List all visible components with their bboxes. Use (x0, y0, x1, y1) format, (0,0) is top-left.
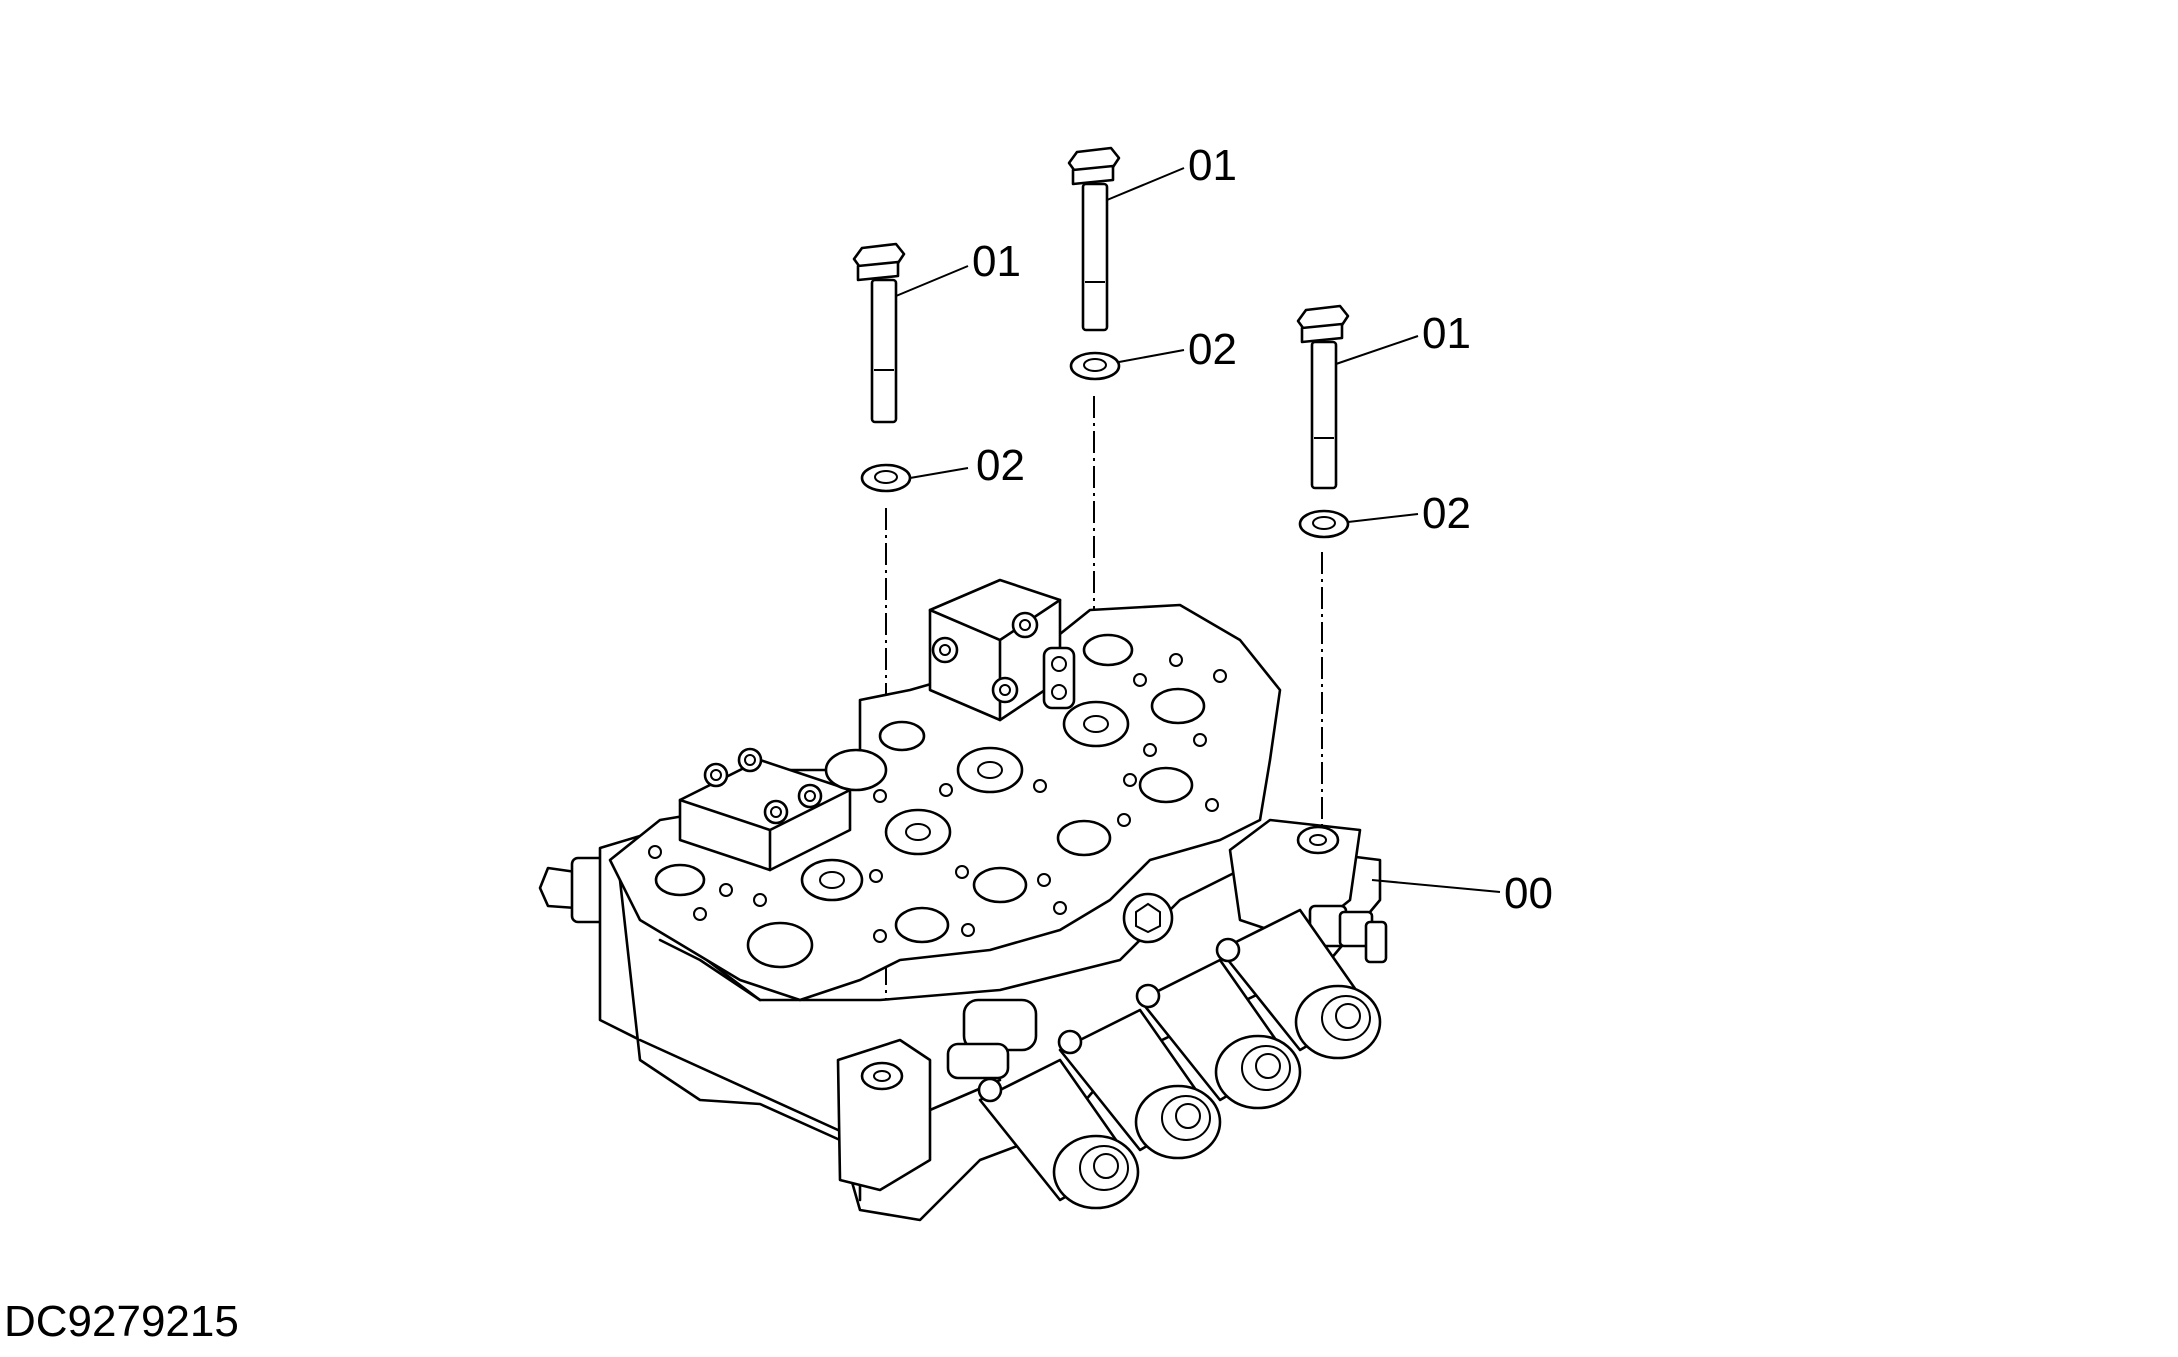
solenoid-1 (978, 1058, 1140, 1210)
callout-washer-left: 02 (976, 441, 1025, 490)
bolt-center (1067, 146, 1121, 332)
callout-bolt-left: 01 (972, 237, 1021, 286)
callout-bolt-right: 01 (1422, 309, 1471, 358)
washer-left (860, 463, 912, 493)
washer-right (1298, 509, 1350, 539)
callout-valve-body: 00 (1504, 869, 1553, 918)
solenoid-4 (1218, 908, 1382, 1060)
bolt-right (1296, 304, 1350, 490)
washer-center (1069, 351, 1121, 381)
drawing-id: DC9279215 (4, 1297, 239, 1346)
bolt-left (852, 242, 906, 424)
callout-washer-center: 02 (1188, 325, 1237, 374)
solenoid-3 (1138, 958, 1302, 1110)
callout-washer-right: 02 (1422, 489, 1471, 538)
solenoid-2 (1058, 1008, 1222, 1160)
control-valve-body (538, 578, 1388, 1222)
callout-bolt-center: 01 (1188, 141, 1237, 190)
leader-lines (895, 167, 1501, 893)
